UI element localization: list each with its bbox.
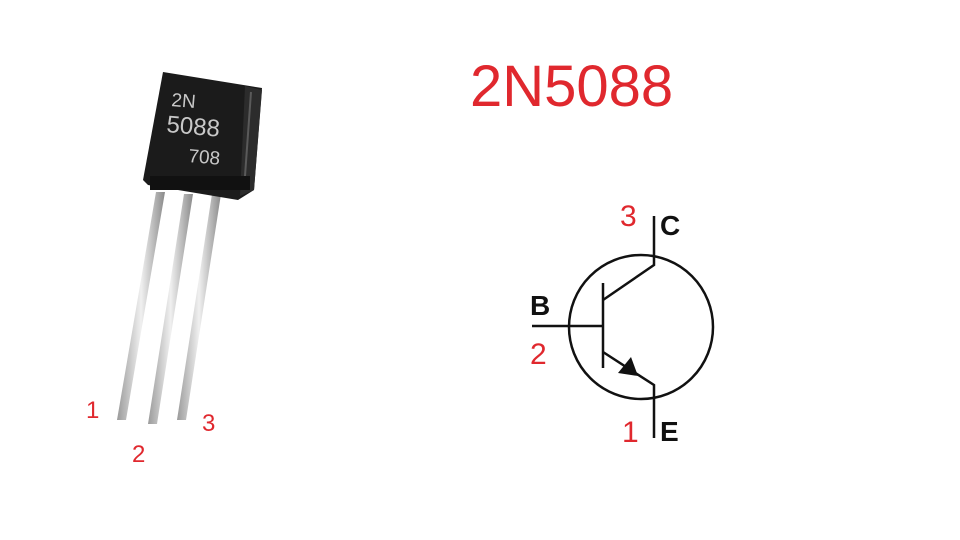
part-number-title: 2N5088 [470,54,674,119]
photo-pin-2: 2 [132,441,146,468]
lead-3 [177,194,221,420]
marking-line3: 708 [188,146,221,170]
emitter-arrow [618,357,638,376]
emitter-lead [602,350,656,438]
base-pin-number: 2 [530,338,547,371]
collector-label: C [660,210,681,241]
collector-pin-number: 3 [620,200,637,233]
base-label: B [530,290,551,321]
photo-pin-3: 3 [202,410,216,437]
lead-2 [148,194,193,424]
collector-lead [602,216,656,302]
lead-1 [117,192,165,420]
marking-line1: 2N [171,90,197,113]
marking-line2: 5088 [165,111,221,143]
to92-body [143,72,262,200]
emitter-label: E [660,416,679,447]
photo-pin-1: 1 [86,397,100,424]
emitter-pin-number: 1 [622,416,639,449]
npn-symbol [532,216,715,438]
transistor-photo: 2N 5088 708 [117,72,262,424]
